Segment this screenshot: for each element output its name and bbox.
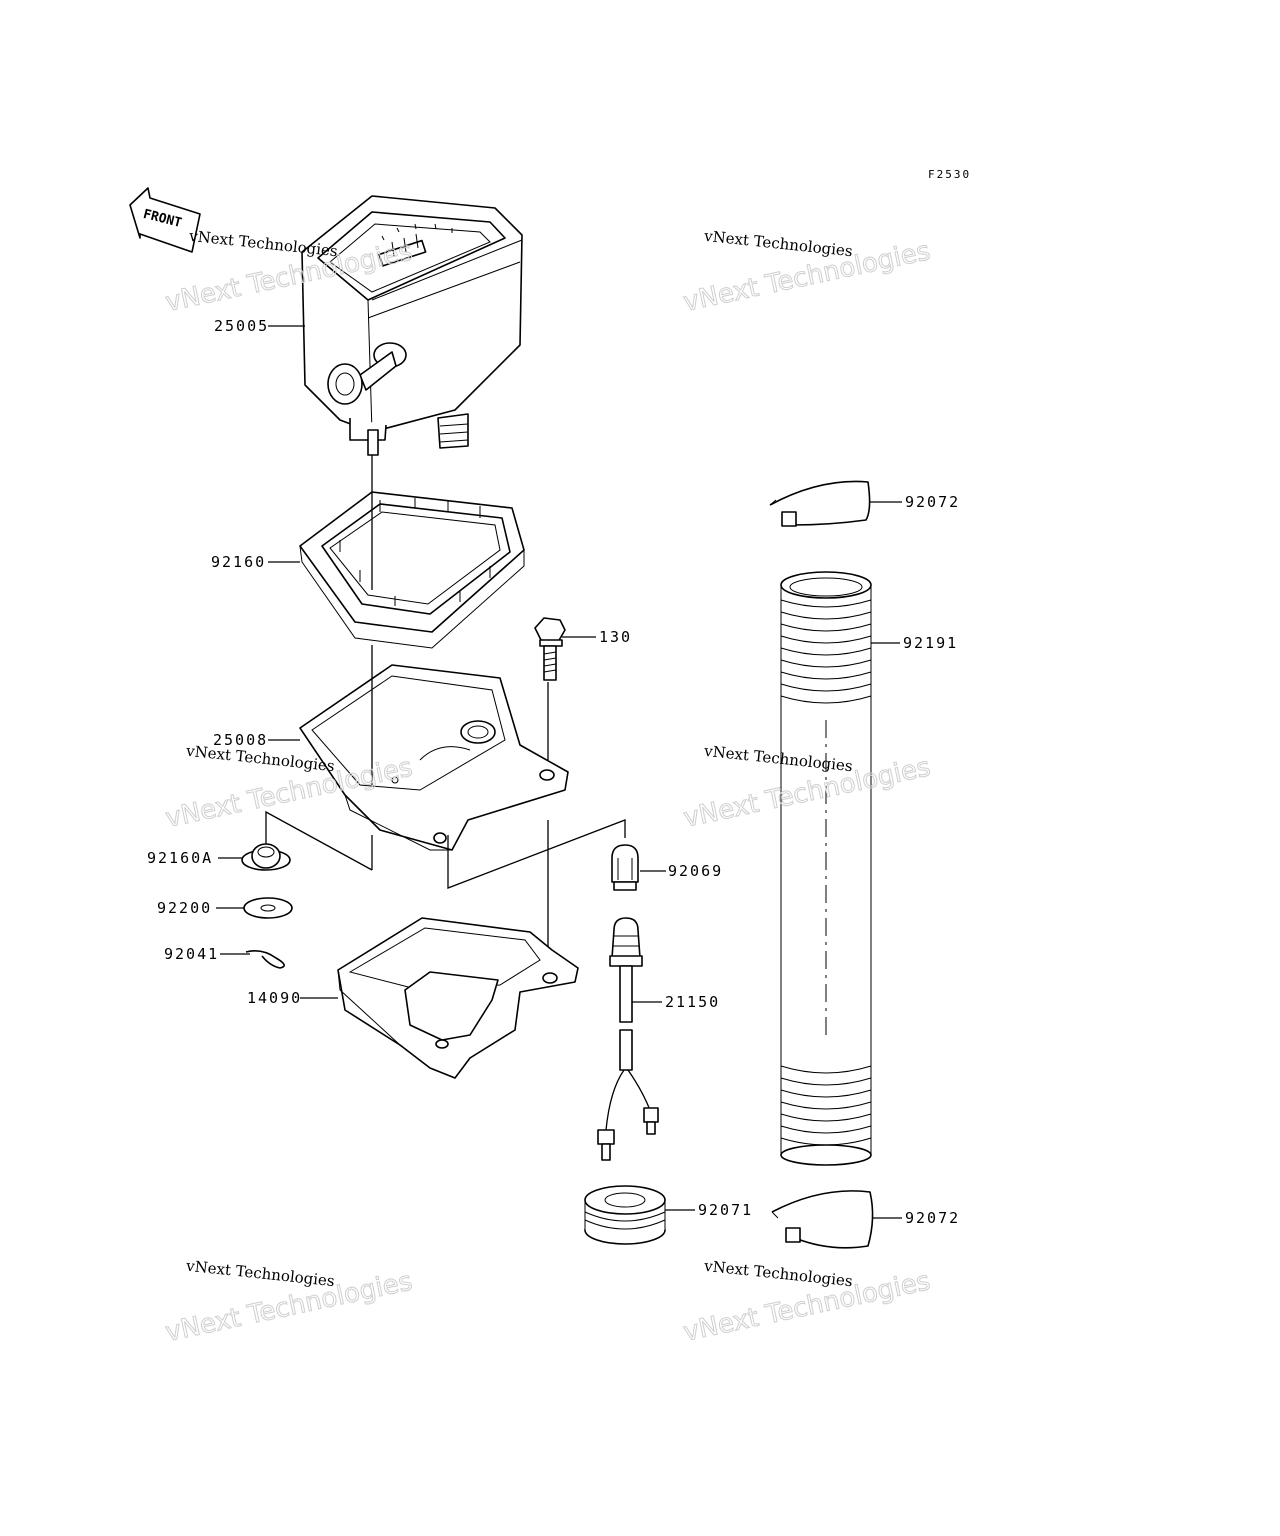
part-92160-gasket-frame[interactable] <box>299 491 525 649</box>
part-92071-grommet[interactable] <box>584 1185 666 1245</box>
watermark-bottom-right: vNext Technologies vNext Technologies <box>680 1257 933 1349</box>
watermark-bottom-left: vNext Technologies vNext Technologies <box>162 1257 415 1349</box>
part-label-21150: 21150 <box>665 993 720 1011</box>
part-label-92200: 92200 <box>157 899 212 917</box>
part-14090-cover[interactable] <box>337 917 579 1079</box>
part-label-25005: 25005 <box>214 317 269 335</box>
part-label-92072-top: 92072 <box>905 493 960 511</box>
part-92200-washer[interactable] <box>243 897 293 919</box>
part-label-130: 130 <box>599 628 632 646</box>
part-label-92191: 92191 <box>903 634 958 652</box>
part-label-92072-bottom: 92072 <box>905 1209 960 1227</box>
part-label-92041: 92041 <box>164 945 219 963</box>
watermark-top-right: vNext Technologies vNext Technologies <box>680 227 933 319</box>
svg-text:vNext Technologies: vNext Technologies <box>184 1257 335 1291</box>
front-direction-arrow: FRONT <box>129 187 201 253</box>
svg-text:vNext Technologies: vNext Technologies <box>702 1257 853 1291</box>
part-25005-speedometer[interactable] <box>301 195 523 456</box>
part-label-92071: 92071 <box>698 1201 753 1219</box>
part-25008-meter-case[interactable] <box>299 664 569 851</box>
figure-code: F2530 <box>928 168 971 181</box>
part-92072-clamp-band-bottom[interactable] <box>771 1190 874 1249</box>
part-label-25008: 25008 <box>213 731 268 749</box>
part-130-bolt[interactable] <box>534 617 566 681</box>
part-92191-corrugated-tube[interactable] <box>780 571 872 1166</box>
part-21150-socket-harness[interactable] <box>597 917 659 1161</box>
part-92160A-grommet[interactable] <box>241 843 291 871</box>
part-label-92160: 92160 <box>211 553 266 571</box>
part-92069-bulb[interactable] <box>611 844 639 891</box>
part-92041-clip[interactable] <box>245 950 285 969</box>
svg-text:vNext Technologies: vNext Technologies <box>187 227 338 261</box>
part-label-92160A: 92160A <box>147 849 213 867</box>
part-label-14090: 14090 <box>247 989 302 1007</box>
part-92072-clamp-band-top[interactable] <box>769 480 871 527</box>
part-label-92069: 92069 <box>668 862 723 880</box>
svg-text:vNext Technologies: vNext Technologies <box>702 227 853 261</box>
